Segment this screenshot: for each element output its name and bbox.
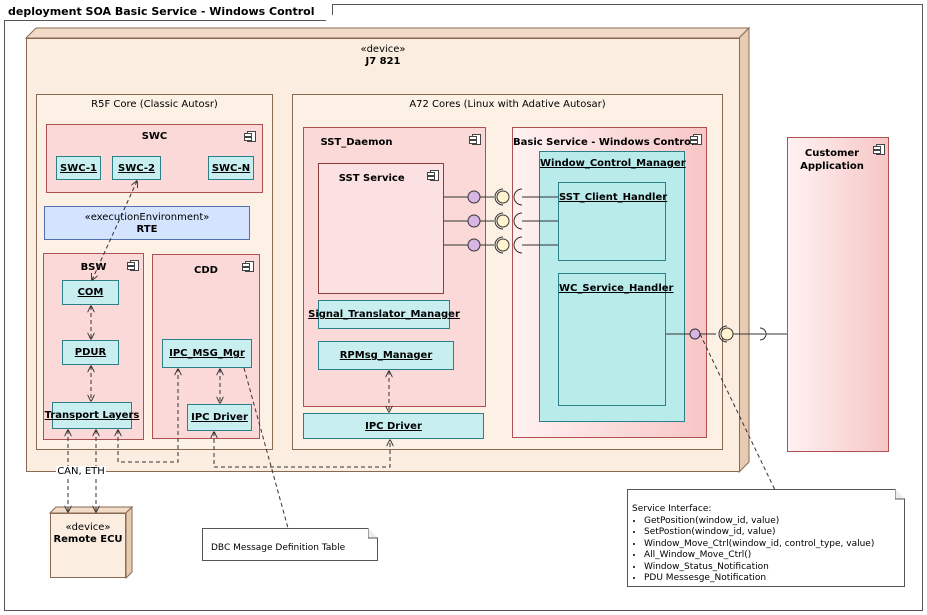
service-interface-item: PDU Messesge_Notification (644, 573, 904, 584)
swc-1-box[interactable]: SWC-1 (56, 156, 101, 180)
swc-title: SWC (141, 131, 168, 142)
swc-n-box[interactable]: SWC-N (208, 156, 254, 180)
service-interface-item: GetPosition(window_id, value) (644, 516, 904, 527)
cdd-ipc-driver-box[interactable]: IPC Driver (187, 404, 252, 431)
sst-daemon-title: SST_Daemon (320, 137, 393, 148)
rte-stereotype: «executionEnvironment» (84, 212, 210, 223)
component-icon (427, 170, 439, 181)
dbc-note: DBC Message Definition Table (202, 528, 378, 561)
service-interface-title: Service Interface: (632, 504, 712, 514)
rte-execution-environment[interactable]: «executionEnvironment» RTE (44, 206, 250, 240)
signal-translator-manager-box[interactable]: Signal_Translator_Manager (308, 300, 460, 329)
service-interface-item: SetPostion(window_id, value) (644, 527, 904, 538)
sst-client-handler[interactable]: SST_Client_Handler (558, 182, 668, 261)
service-interface-note: Service Interface: GetPosition(window_id… (627, 489, 905, 587)
diagram-title: deployment SOA Basic Service - Windows C… (4, 4, 333, 21)
pdur-box[interactable]: PDUR (62, 340, 119, 365)
swc-2-box[interactable]: SWC-2 (112, 156, 161, 180)
component-icon (873, 144, 885, 155)
customer-application-title: Customer Application (800, 148, 864, 172)
component-icon (690, 134, 702, 145)
component-icon (469, 134, 481, 145)
r5f-core-title: R5F Core (Classic Autosr) (91, 99, 218, 110)
component-icon (242, 261, 254, 272)
sst-service-title: SST Service (338, 173, 405, 184)
rte-name: RTE (136, 224, 158, 235)
service-interface-list: GetPosition(window_id, value)SetPostion(… (628, 516, 904, 584)
can-eth-label: CAN, ETH (56, 466, 106, 477)
note-fold (368, 528, 378, 539)
service-interface-item: Window_Status_Notification (644, 562, 904, 573)
remote-ecu-device[interactable]: «device» Remote ECU (50, 513, 126, 578)
window-control-manager-title: Window_Control_Manager (540, 158, 686, 169)
customer-application-component[interactable]: Customer Application (787, 137, 889, 452)
a72-cores-title: A72 Cores (Linux with Adative Autosar) (409, 99, 606, 110)
basic-service-title: Basic Service - Windows Control (513, 137, 695, 148)
service-interface-item: Window_Move_Ctrl(window_id, control_type… (644, 539, 904, 550)
sst-client-handler-title: SST_Client_Handler (559, 192, 668, 203)
cdd-title: CDD (194, 265, 218, 276)
dbc-note-text: DBC Message Definition Table (211, 543, 346, 553)
com-box[interactable]: COM (62, 280, 119, 305)
note-fold (895, 489, 905, 500)
component-icon (244, 131, 256, 142)
remote-ecu-name: Remote ECU (53, 534, 123, 545)
rpmsg-manager-box[interactable]: RPMsg_Manager (318, 341, 454, 370)
diagram-frame (4, 4, 923, 611)
device-name: J7 821 (365, 56, 401, 67)
remote-ecu-stereotype: «device» (65, 522, 111, 533)
service-interface-item: All_Window_Move_Ctrl() (644, 550, 904, 561)
wc-service-handler-title: WC_Service_Handler (559, 283, 674, 294)
sst-service-component[interactable]: SST Service (318, 163, 444, 294)
device-stereotype: «device» (360, 44, 406, 55)
ipc-msg-mgr-box[interactable]: IPC_MSG_Mgr (162, 339, 252, 368)
wc-service-handler[interactable]: WC_Service_Handler (558, 273, 674, 406)
